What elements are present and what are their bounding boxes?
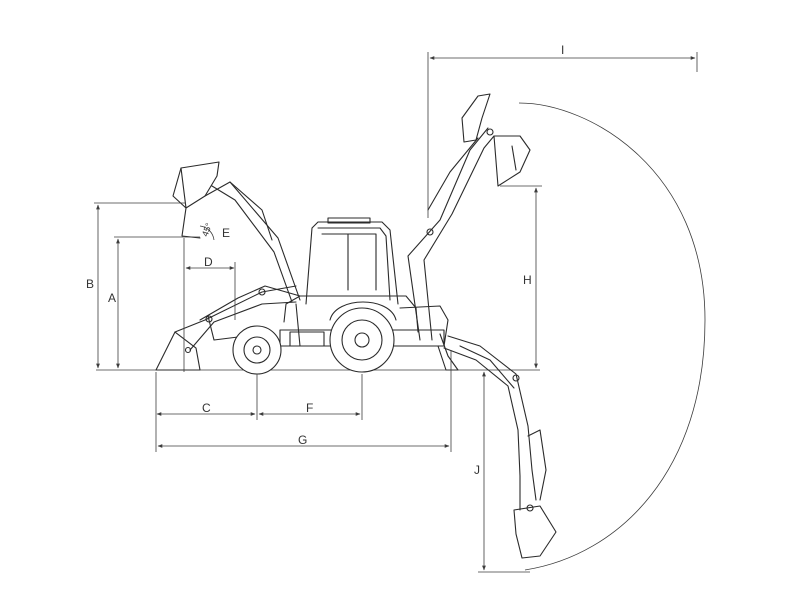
dump-angle-arc	[199, 225, 215, 241]
front-wheel	[232, 325, 282, 375]
label-i: I	[561, 43, 564, 57]
stabilizer-leg	[437, 333, 459, 371]
label-j: J	[474, 463, 480, 477]
backhoe-arm-lowered	[443, 335, 557, 559]
label-a: A	[108, 291, 116, 305]
label-d: D	[204, 255, 213, 269]
label-e: E	[222, 226, 230, 240]
label-g: G	[298, 433, 307, 447]
label-b: B	[86, 277, 94, 291]
digging-reach-arc	[518, 102, 706, 571]
rear-wheel	[329, 301, 397, 373]
label-f: F	[306, 401, 313, 415]
front-loader-raised	[172, 161, 301, 303]
label-c: C	[202, 401, 211, 415]
label-dump-angle: 45°	[200, 221, 214, 238]
label-h: H	[523, 273, 532, 287]
backhoe-arm-raised	[407, 93, 531, 341]
front-loader-lowered	[155, 285, 301, 371]
